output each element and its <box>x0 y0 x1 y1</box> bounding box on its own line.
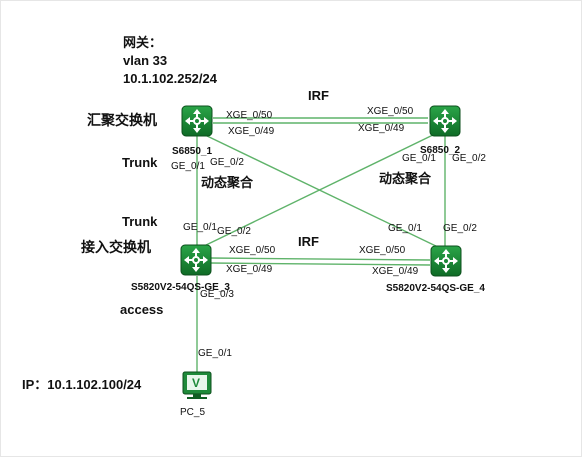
port-s3-xge49: XGE_0/49 <box>226 264 273 275</box>
port-s3-xge50: XGE_0/50 <box>229 245 276 256</box>
port-s3-ge01: GE_0/1 <box>183 222 217 233</box>
port-s3-ge03: GE_0/3 <box>200 289 234 300</box>
switch-icon <box>429 105 461 137</box>
port-s2-xge50: XGE_0/50 <box>367 106 414 117</box>
dynamic-agg-left-label: 动态聚合 <box>201 175 254 190</box>
pc-icon: V <box>182 371 212 399</box>
irf-top-label: IRF <box>308 88 329 103</box>
links <box>196 117 446 372</box>
switch-s5820v2-4[interactable] <box>430 245 462 277</box>
port-s1-ge02: GE_0/2 <box>210 157 244 168</box>
link-s2-s3 <box>201 132 438 248</box>
link-s3-s4-xge50 <box>209 257 431 261</box>
switch-icon <box>430 245 462 277</box>
device-name-pc: PC_5 <box>180 407 205 418</box>
access-switch-label: 接入交换机 <box>81 239 151 255</box>
port-s1-xge49: XGE_0/49 <box>228 126 275 137</box>
port-s2-ge01: GE_0/1 <box>402 153 436 164</box>
dynamic-agg-right-label: 动态聚合 <box>379 171 432 186</box>
pc-device[interactable]: V <box>182 371 212 399</box>
port-pc-ge01: GE_0/1 <box>198 348 232 359</box>
switch-icon <box>180 244 212 276</box>
aggregation-switch-label: 汇聚交换机 <box>87 112 157 128</box>
port-s3-ge02: GE_0/2 <box>217 226 251 237</box>
link-s1-s4 <box>204 134 441 249</box>
port-s4-xge50: XGE_0/50 <box>359 245 406 256</box>
port-s4-ge01: GE_0/1 <box>388 223 422 234</box>
device-name-s3: S5820V2-54QS-GE_3 <box>131 282 230 293</box>
trunk-top-label: Trunk <box>122 155 158 170</box>
device-name-s1: S6850_1 <box>172 146 212 157</box>
port-s4-xge49: XGE_0/49 <box>372 266 419 277</box>
port-s1-ge01: GE_0/1 <box>171 161 205 172</box>
switch-s6850-1[interactable] <box>181 105 213 137</box>
switch-icon <box>181 105 213 137</box>
port-s4-ge02: GE_0/2 <box>443 223 477 234</box>
irf-bottom-label: IRF <box>298 234 319 249</box>
switch-s5820v2-3[interactable] <box>180 244 212 276</box>
access-mode-label: access <box>120 302 163 317</box>
svg-text:V: V <box>192 376 200 390</box>
gateway-title: 网关： <box>123 35 162 50</box>
pc-ip-label: IP：10.1.102.100/24 <box>22 377 142 392</box>
gateway-vlan: vlan 33 <box>123 53 167 68</box>
device-name-s2: S6850_2 <box>420 145 460 156</box>
port-s2-xge49: XGE_0/49 <box>358 123 405 134</box>
port-s2-ge02: GE_0/2 <box>452 153 486 164</box>
link-s3-s4-xge49 <box>209 262 431 266</box>
gateway-ip: 10.1.102.252/24 <box>123 71 218 86</box>
device-name-s4: S5820V2-54QS-GE_4 <box>386 283 485 294</box>
port-s1-xge50: XGE_0/50 <box>226 110 273 121</box>
switch-s6850-2[interactable] <box>429 105 461 137</box>
trunk-bottom-label: Trunk <box>122 214 158 229</box>
